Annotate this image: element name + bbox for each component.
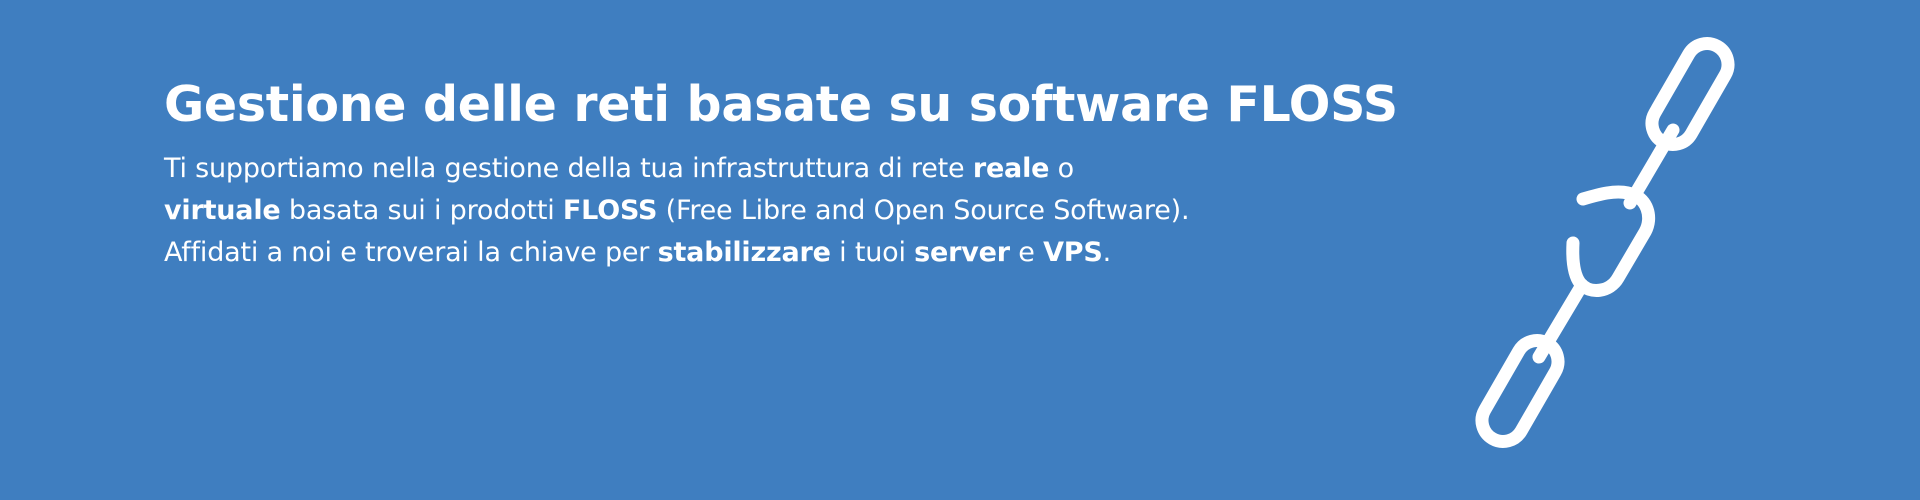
description-text: Ti supportiamo nella gestione della tua … <box>164 153 973 184</box>
description-text: i tuoi <box>830 237 915 268</box>
description-emphasis: virtuale <box>164 195 281 226</box>
page-title: Gestione delle reti basate su software F… <box>164 76 1398 133</box>
description-text: o <box>1049 153 1075 184</box>
description-text: Affidati a noi e troverai la chiave per <box>164 237 658 268</box>
description-line-1: Ti supportiamo nella gestione della tua … <box>164 148 1414 190</box>
description-emphasis: VPS <box>1043 237 1103 268</box>
description-emphasis: FLOSS <box>562 195 658 226</box>
description-line-2: virtuale basata sui i prodotti FLOSS (Fr… <box>164 190 1414 232</box>
banner-description: Ti supportiamo nella gestione della tua … <box>164 148 1414 274</box>
description-line-3: Affidati a noi e troverai la chiave per … <box>164 232 1414 274</box>
banner-content: Gestione delle reti basate su software F… <box>164 70 1414 274</box>
description-text: . <box>1102 237 1112 268</box>
description-text: (Free Libre and Open Source Software). <box>657 195 1190 226</box>
broken-chain-icon <box>1475 37 1735 448</box>
chain-link-broken <box>1566 185 1656 297</box>
description-emphasis: stabilizzare <box>657 237 831 268</box>
description-emphasis: server <box>914 237 1010 268</box>
chain-link-bottom <box>1475 334 1565 448</box>
description-emphasis: reale <box>972 153 1050 184</box>
description-text: basata sui i prodotti <box>280 195 563 226</box>
chain-link-top <box>1645 37 1735 151</box>
description-text: e <box>1009 237 1044 268</box>
